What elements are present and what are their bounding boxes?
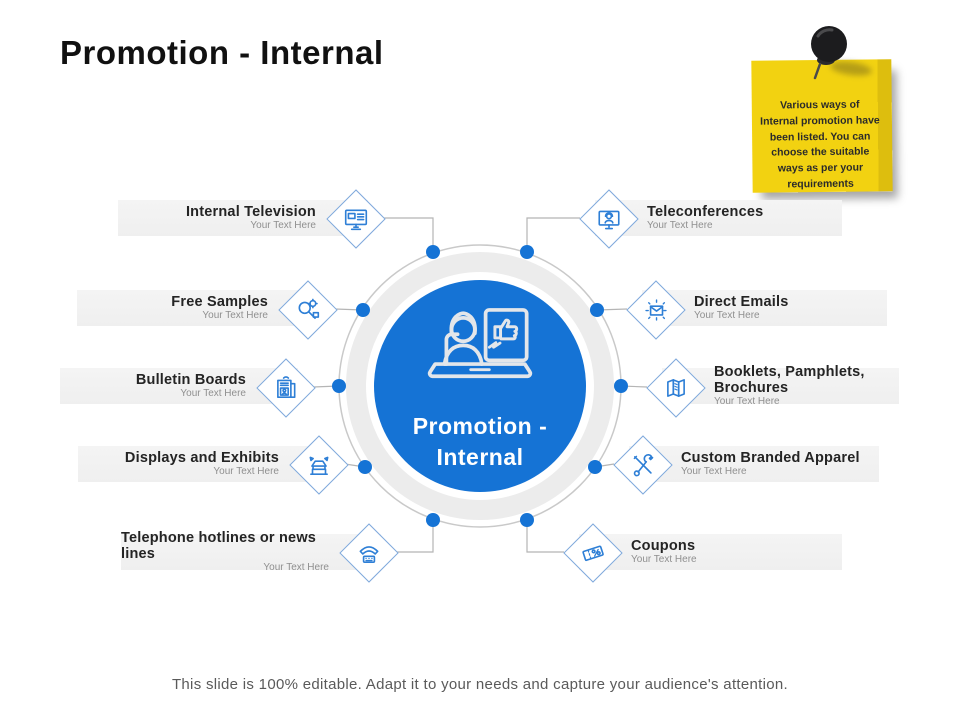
hub-title-line2: Internal	[436, 444, 524, 470]
diamond-custom-apparel	[613, 435, 673, 495]
samples-search-icon	[295, 297, 321, 323]
item-subtitle: Your Text Here	[180, 388, 246, 399]
brochure-icon	[663, 375, 689, 401]
item-bar-coupons: Coupons Your Text Here	[579, 534, 842, 570]
item-title: Direct Emails	[694, 294, 789, 310]
item-title: Coupons	[631, 538, 696, 554]
item-title: Bulletin Boards	[135, 372, 246, 388]
email-icon	[643, 297, 669, 323]
television-icon	[343, 206, 369, 232]
item-subtitle: Your Text Here	[202, 310, 268, 321]
item-subtitle: Your Text Here	[694, 310, 760, 321]
item-subtitle: Your Text Here	[263, 562, 329, 573]
diamond-teleconferences	[579, 189, 639, 249]
diamond-internal-television	[326, 189, 386, 249]
diamond-telephone	[339, 523, 399, 583]
item-title: Internal Television	[185, 204, 316, 220]
item-subtitle: Your Text Here	[647, 220, 713, 231]
item-bar-telephone-hotlines: Telephone hotlines or news lines Your Te…	[121, 530, 381, 573]
presenter-laptop-thumbsup-icon	[424, 302, 536, 400]
item-bar-displays-exhibits: Displays and Exhibits Your Text Here	[78, 446, 331, 482]
hub-title: Promotion - Internal	[355, 411, 605, 473]
diamond-free-samples	[278, 280, 338, 340]
item-subtitle: Your Text Here	[714, 396, 780, 407]
item-title: Free Samples	[171, 294, 268, 310]
diamond-booklets	[646, 358, 706, 418]
sticky-note-text: Various ways of Internal promotion have …	[760, 98, 880, 191]
item-title: Custom Branded Apparel	[681, 450, 860, 466]
item-subtitle: Your Text Here	[213, 466, 279, 477]
page-title: Promotion - Internal	[60, 34, 384, 71]
diamond-coupons	[563, 523, 623, 583]
footer-note: This slide is 100% editable. Adapt it to…	[171, 676, 789, 693]
exhibit-booth-icon	[306, 452, 332, 478]
item-subtitle: Your Text Here	[631, 554, 697, 565]
tools-icon	[630, 452, 656, 478]
item-title: Telephone hotlines or news lines	[121, 530, 317, 562]
teleconference-icon	[596, 206, 622, 232]
item-title: Booklets, Pamphlets, Brochures	[714, 364, 865, 396]
diamond-bulletin-boards	[256, 358, 316, 418]
hub-title-line1: Promotion -	[412, 413, 548, 439]
item-title: Teleconferences	[647, 204, 764, 220]
bulletin-board-icon	[273, 375, 299, 401]
item-bar-free-samples: Free Samples Your Text Here	[77, 290, 320, 326]
item-subtitle: Your Text Here	[250, 220, 316, 231]
diamond-direct-emails	[626, 280, 686, 340]
item-title: Displays and Exhibits	[124, 450, 279, 466]
diamond-displays-exhibits	[289, 435, 349, 495]
coupon-icon	[580, 540, 606, 566]
telephone-icon	[356, 540, 382, 566]
pushpin-icon	[811, 26, 847, 80]
item-subtitle: Your Text Here	[681, 466, 747, 477]
